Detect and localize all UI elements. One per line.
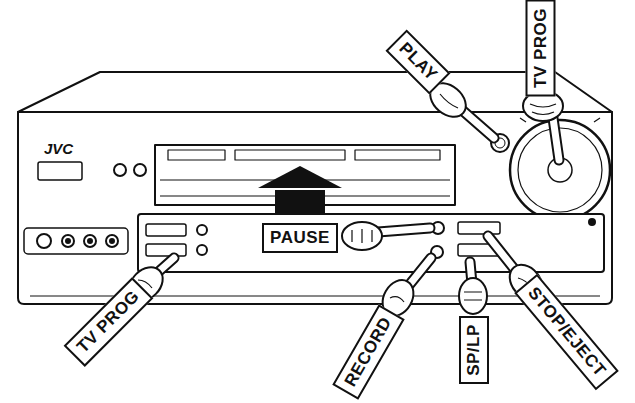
brand-logo: JVC (44, 140, 73, 157)
sp-lp-sleeve: SP/LP (459, 316, 489, 384)
tv-prog-sleeve: TV PROG (525, 0, 555, 97)
button-label: PAUSE (270, 228, 330, 248)
button-label: RECORD (340, 314, 396, 390)
record-sleeve: RECORD (332, 304, 404, 400)
pause-sleeve: PAUSE (262, 223, 338, 253)
button-label: TV PROG (530, 8, 550, 88)
button-label: SP/LP (464, 324, 484, 376)
